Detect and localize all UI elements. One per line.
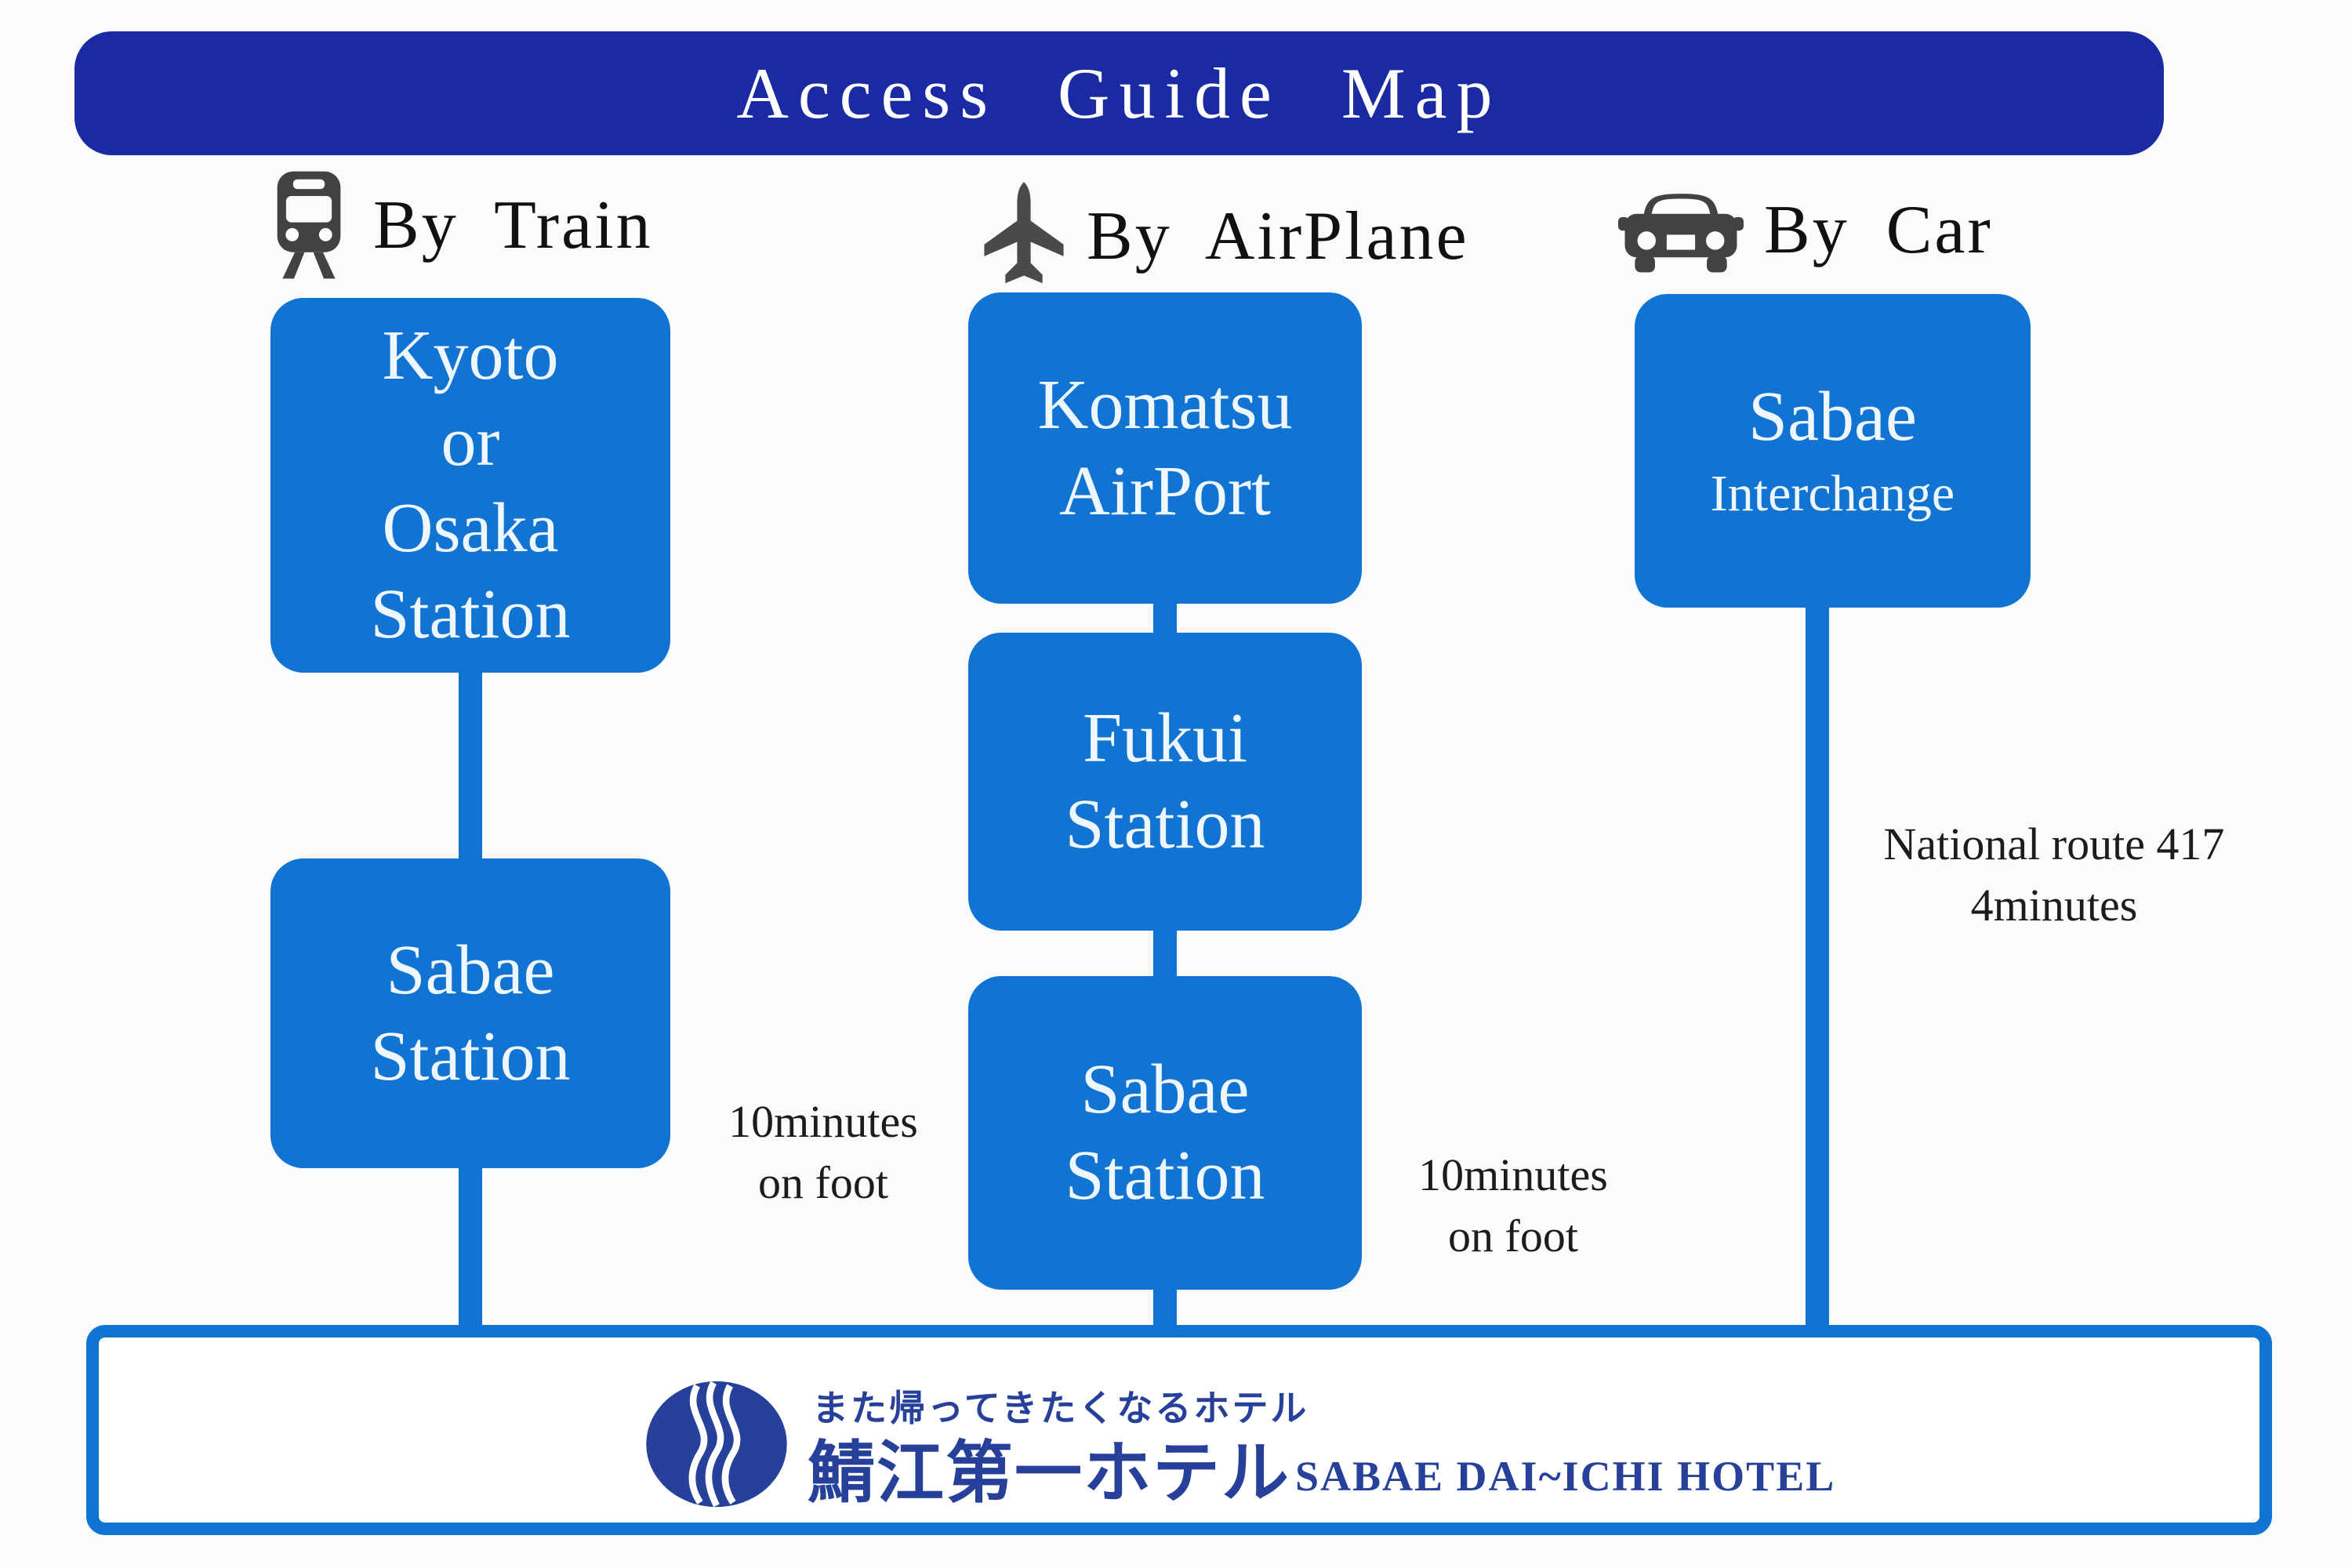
box-line: Sabae: [386, 931, 555, 1009]
box-line: Station: [1065, 786, 1265, 863]
hotel-bar: [86, 1325, 2272, 1535]
connector-air-1: [1153, 602, 1177, 635]
note-air-walk: 10minutes on foot: [1380, 1145, 1646, 1268]
box-line: Osaka: [382, 489, 559, 567]
note-line: National route 417: [1883, 818, 2225, 869]
hotel-name-japanese: 鯖江第一ホテル: [808, 1436, 1290, 1511]
note-train-walk: 10minutes on foot: [682, 1091, 964, 1214]
note-car-route: National route 417 4minutes: [1838, 814, 2270, 937]
mode-label-train: By Train: [373, 187, 653, 263]
page-title: Access Guide Map: [736, 53, 1502, 133]
note-line: on foot: [758, 1157, 888, 1209]
note-line: on foot: [1448, 1210, 1578, 1262]
flow-box-kyoto-or-osaka-station: Kyoto or Osaka Station: [270, 298, 670, 673]
mode-header-car: By Car: [1618, 183, 1993, 276]
box-line: Kyoto: [382, 317, 559, 395]
train-icon: [265, 168, 353, 282]
mode-header-train: By Train: [265, 168, 653, 282]
note-line: 10minutes: [728, 1096, 918, 1147]
hotel-name-english: SABAE DAI~ICHI HOTEL: [1295, 1453, 1836, 1500]
mode-label-airplane: By AirPlane: [1087, 198, 1469, 274]
box-line: Sabae: [1748, 378, 1917, 456]
hotel-logo-icon: [641, 1378, 792, 1514]
connector-air-2: [1153, 929, 1177, 978]
box-line: Interchange: [1710, 465, 1955, 522]
box-line: Station: [370, 575, 571, 653]
box-line: Fukui: [1082, 699, 1248, 778]
box-line: Station: [1065, 1137, 1265, 1214]
connector-car-1: [1806, 606, 1829, 1338]
hotel-tagline: また帰ってきたくなるホテル: [812, 1388, 1309, 1428]
header-banner: Access Guide Map: [74, 31, 2164, 155]
flow-box-komatsu-airport: Komatsu AirPort: [968, 292, 1362, 604]
box-line: Sabae: [1080, 1051, 1250, 1129]
flow-box-fukui-station: Fukui Station: [968, 633, 1362, 931]
mode-header-airplane: By AirPlane: [982, 180, 1469, 292]
box-line: or: [441, 403, 500, 481]
car-icon: [1618, 183, 1744, 276]
mode-label-car: By Car: [1764, 191, 1993, 268]
flow-box-sabae-station-air: Sabae Station: [968, 976, 1362, 1290]
box-line: AirPort: [1059, 452, 1271, 530]
connector-train-1: [459, 670, 482, 860]
note-line: 10minutes: [1418, 1149, 1608, 1200]
note-line: 4minutes: [1970, 880, 2138, 931]
connector-train-2: [459, 1167, 482, 1338]
box-line: Komatsu: [1037, 365, 1293, 444]
flow-box-sabae-station-train: Sabae Station: [270, 858, 670, 1168]
box-line: Station: [370, 1017, 571, 1095]
airplane-icon: [982, 180, 1066, 292]
flow-box-sabae-interchange: Sabae Interchange: [1635, 294, 2031, 608]
